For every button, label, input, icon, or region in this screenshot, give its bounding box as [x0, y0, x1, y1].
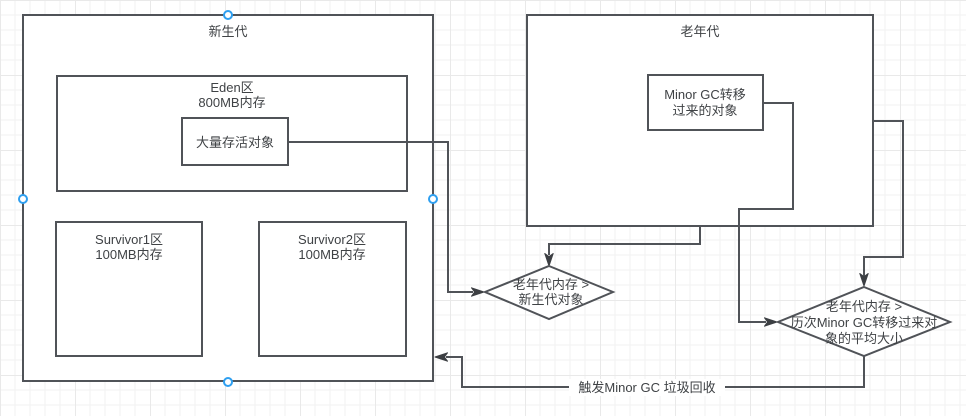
- old-gen-label: 老年代: [680, 24, 719, 39]
- selection-handle-top[interactable]: [223, 10, 233, 20]
- eden-label-line1: Eden区: [210, 80, 253, 95]
- selection-handle-bottom[interactable]: [223, 377, 233, 387]
- survivor1-label-line1: Survivor1区: [95, 232, 163, 247]
- edge-surviving-to-decision1[interactable]: [288, 141, 485, 297]
- edge-minorgcobjects-to-decision2[interactable]: [738, 102, 794, 327]
- arrow-right-icon: [764, 317, 778, 327]
- decision-new-objects-diamond[interactable]: [482, 264, 616, 321]
- survivor1-node[interactable]: Survivor1区 100MB内存: [55, 221, 203, 357]
- decision-avg-size-line3: 象的平均大小: [825, 331, 903, 346]
- decision-new-objects-node[interactable]: 老年代内存 > 新生代对象: [482, 264, 616, 321]
- survivor2-label-line2: 100MB内存: [298, 247, 365, 262]
- selection-handle-right[interactable]: [428, 194, 438, 204]
- survivor1-box[interactable]: [55, 221, 203, 357]
- surviving-objects-label: 大量存活对象: [196, 135, 274, 150]
- minor-gc-objects-label-line1: Minor GC转移: [664, 87, 746, 102]
- survivor1-label-line2: 100MB内存: [95, 247, 162, 262]
- decision-avg-size-diamond[interactable]: [775, 285, 953, 358]
- minor-gc-objects-label-line2: 过来的对象: [672, 103, 737, 118]
- survivor2-box[interactable]: [258, 221, 407, 357]
- arrow-left-icon: [434, 352, 448, 362]
- young-gen-label: 新生代: [208, 24, 247, 39]
- trigger-label-background: [569, 379, 725, 396]
- survivor2-node[interactable]: Survivor2区 100MB内存: [258, 221, 407, 357]
- survivor2-label-line1: Survivor2区: [298, 232, 366, 247]
- arrow-down-icon: [544, 253, 554, 267]
- eden-box[interactable]: [56, 75, 408, 192]
- edge-trigger-minor-gc[interactable]: 触发Minor GC 垃圾回收: [434, 352, 865, 396]
- minor-gc-objects-box[interactable]: [647, 74, 764, 131]
- edge-oldgen-to-decision2[interactable]: [859, 120, 904, 287]
- arrow-right-icon: [471, 287, 485, 297]
- decision-new-objects-line1: 老年代内存 >: [513, 277, 589, 292]
- minor-gc-objects-node[interactable]: Minor GC转移 过来的对象: [647, 74, 764, 131]
- trigger-minor-gc-label[interactable]: 触发Minor GC 垃圾回收: [578, 380, 715, 395]
- selection-handle-left[interactable]: [18, 194, 28, 204]
- surviving-objects-node[interactable]: 大量存活对象: [181, 117, 289, 166]
- eden-label-line2: 800MB内存: [198, 95, 265, 110]
- decision-avg-size-line2: 历次Minor GC转移过来对: [791, 315, 938, 330]
- eden-node[interactable]: Eden区 800MB内存: [56, 75, 408, 192]
- arrow-down-icon: [859, 273, 869, 287]
- decision-new-objects-line2: 新生代对象: [518, 292, 583, 307]
- edge-oldgen-to-decision1[interactable]: [544, 227, 701, 267]
- decision-avg-size-node[interactable]: 老年代内存 > 历次Minor GC转移过来对 象的平均大小: [775, 285, 953, 358]
- decision-avg-size-line1: 老年代内存 >: [826, 299, 902, 314]
